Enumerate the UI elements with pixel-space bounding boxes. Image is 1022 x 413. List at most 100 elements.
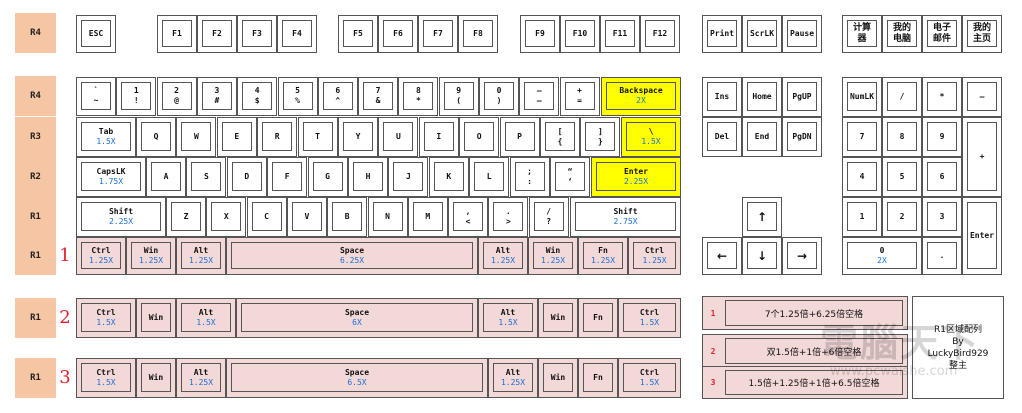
key-q-row[interactable]: Y [338,117,378,157]
key-f9[interactable]: F9 [520,15,560,53]
key-np-3[interactable]: 3 [922,197,962,237]
key-a-row[interactable]: H [348,157,388,197]
key-q-row[interactable]: O [459,117,500,157]
key-a-row[interactable]: A [146,157,186,197]
key-np-5[interactable]: 5 [882,157,922,197]
key-np-4[interactable]: 4 [842,157,882,197]
key-q-row[interactable]: Q [136,117,176,157]
key-num-row[interactable]: 2 @ [156,77,197,116]
key-num-row[interactable]: 1 ! [116,77,157,116]
key-pause[interactable]: Pause [782,15,822,53]
key-q-row[interactable]: [ { [540,117,580,157]
key-my-computer[interactable]: 我的 电脑 [882,15,922,53]
key-a-row[interactable]: J [388,157,429,197]
key-q-row[interactable]: ] } [580,117,621,157]
key-win-variant3[interactable]: Win [538,358,578,398]
key-email[interactable]: 电子 邮件 [922,15,962,53]
key-q-row[interactable]: T [297,117,338,157]
key-z-row[interactable]: C [246,197,287,237]
key-np-9[interactable]: 9 [922,117,962,157]
key-q-row[interactable]: R [257,117,298,157]
key-pagedown[interactable]: PgDN [782,117,822,157]
key-num-row[interactable]: 6 ^ [317,77,358,116]
key-num-row[interactable]: 7 & [358,77,399,116]
key-a-row[interactable]: G [307,157,348,197]
key-z-row[interactable]: N [367,197,408,237]
key-esc[interactable]: ESC [76,15,116,53]
key-num-row[interactable]: ` ~ [76,77,116,116]
key-win-variant3[interactable]: Win [136,358,176,398]
key-pageup[interactable]: PgUP [782,77,822,117]
key-num-row[interactable]: 4 $ [237,77,278,116]
key-a-row[interactable]: D [226,157,267,197]
key-delete[interactable]: Del [702,117,742,157]
key-num-row[interactable]: 0 ) [479,77,519,116]
key-np-8[interactable]: 8 [882,117,922,157]
key-z-row[interactable]: , < [448,197,489,237]
key-fn-variant2[interactable]: Fn [578,298,618,338]
key-arrow-up[interactable]: ↑ [742,197,782,237]
key-np-slash[interactable]: / [882,77,922,117]
key-f8[interactable]: F8 [458,15,498,53]
key-z-row[interactable]: . > [488,197,529,237]
key-np-2[interactable]: 2 [882,197,922,237]
key-z-row[interactable]: B [327,197,368,237]
key-q-row[interactable]: W [176,117,217,157]
key-backslash[interactable]: \1.5X [621,117,681,157]
key-print[interactable]: Print [702,15,742,53]
key-np-7[interactable]: 7 [842,117,882,157]
key-np-dot[interactable]: . [922,237,962,275]
key-home[interactable]: Home [742,77,782,117]
key-fn-variant3[interactable]: Fn [578,358,618,398]
key-a-row[interactable]: L [469,157,510,197]
key-z-row[interactable]: X [206,197,247,237]
key-arrow-right[interactable]: → [782,237,822,275]
key-np-1[interactable]: 1 [842,197,882,237]
key-q-row[interactable]: I [418,117,459,157]
key-a-row[interactable]: “ ‘ [550,157,590,197]
key-arrow-down[interactable]: ↓ [742,237,782,275]
key-np-plus[interactable]: + [962,117,1002,197]
key-np-6[interactable]: 6 [922,157,962,197]
key-z-row[interactable]: V [286,197,327,237]
key-q-row[interactable]: E [216,117,257,157]
key-scrlk[interactable]: ScrLK [742,15,782,53]
key-q-row[interactable]: P [499,117,540,157]
key-np-minus[interactable]: – [962,77,1002,117]
key-end[interactable]: End [742,117,782,157]
key-f5[interactable]: F5 [338,15,378,53]
key-np-enter[interactable]: Enter [962,197,1002,275]
key-z-row[interactable]: / ? [528,197,569,237]
key-f7[interactable]: F7 [418,15,458,53]
key-num-row[interactable]: 3 # [196,77,237,116]
key-numlock[interactable]: NumLK [842,77,882,117]
key-a-row[interactable]: S [186,157,227,197]
key-f6[interactable]: F6 [378,15,418,53]
key-z-row[interactable]: Z [166,197,206,237]
key-f11[interactable]: F11 [600,15,640,53]
key-a-row[interactable]: K [428,157,469,197]
key-f1[interactable]: F1 [157,15,197,53]
key-f2[interactable]: F2 [197,15,237,53]
